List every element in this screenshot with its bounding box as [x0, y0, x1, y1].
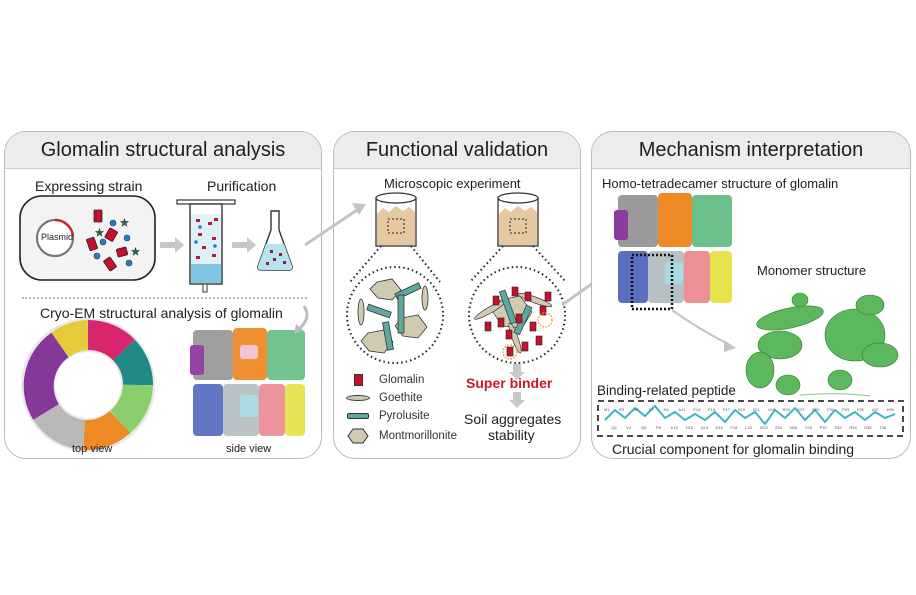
peptide-residue: M22	[760, 425, 768, 430]
zoom-circle-glomalin	[468, 266, 566, 364]
panel-title: Glomalin structural analysis	[5, 132, 321, 169]
goethite-icon	[343, 395, 373, 401]
peptide-residue: H12	[685, 425, 694, 430]
peptide-residue: Q2	[611, 425, 617, 430]
purification-label: Purification	[207, 178, 277, 194]
panel-title: Functional validation	[334, 132, 580, 169]
peptide-residue: S27	[797, 407, 805, 412]
selection-box	[630, 253, 674, 311]
peptide-chain	[604, 404, 896, 426]
peptide-residue: N9	[663, 407, 669, 412]
legend-label: Glomalin	[379, 374, 425, 386]
peptide-residue: S24	[775, 425, 783, 430]
peptide-residue: V5	[633, 407, 639, 412]
legend-item-goethite: Goethite	[343, 392, 422, 404]
peptide-residue: F7	[648, 407, 654, 412]
peptide-residue: Q6	[641, 425, 647, 430]
panel-functional-validation: Functional validation	[333, 131, 581, 459]
glomalin-icon	[343, 374, 373, 386]
peptide-box	[597, 400, 904, 437]
peptide-residue: P17	[722, 407, 731, 412]
peptide-residue: R25	[782, 407, 790, 412]
pyrolusite-icon	[343, 413, 373, 419]
peptide-residue: D36	[864, 425, 872, 430]
peptide-residue: D16	[715, 425, 723, 430]
peptide-residue: S21	[752, 407, 760, 412]
monomer-structure	[745, 292, 899, 396]
arrow-icon	[294, 324, 303, 334]
top-view-label: top view	[72, 443, 113, 455]
legend-label: Montmorillonite	[379, 430, 457, 442]
legend-label: Pyrolusite	[379, 410, 430, 422]
peptide-residue: R34	[849, 425, 857, 430]
side-view-label: side view	[226, 443, 272, 455]
peptide-residue: P33	[841, 407, 850, 412]
homo-tetradecamer-label: Homo-tetradecamer structure of glomalin	[602, 176, 839, 191]
peptide-residue: F18	[730, 425, 738, 430]
expressing-strain-label: Expressing strain	[35, 178, 143, 194]
soil-beaker-glomalin	[497, 192, 539, 247]
peptide-residue: N26	[789, 425, 798, 430]
flask-icon	[257, 210, 293, 271]
peptide-residue: F31	[827, 407, 834, 412]
soil-beaker-control	[375, 192, 417, 247]
peptide-residue: S19	[737, 407, 745, 412]
peptide-residue: R3	[618, 407, 624, 412]
panel-title: Mechanism interpretation	[592, 132, 910, 169]
cryo-em-label: Cryo-EM structural analysis of glomalin	[40, 305, 283, 321]
super-binder-label: Super binder	[466, 375, 553, 391]
section-divider	[22, 297, 307, 299]
peptide-residue: S32	[834, 425, 842, 430]
peptide-residue: F15	[708, 407, 715, 412]
peptide-residue: K10	[670, 425, 679, 430]
peptide-residue: P30	[819, 425, 827, 430]
legend-item-montmorillonite: Montmorillonite	[343, 428, 457, 444]
peptide-residue: V4	[626, 425, 632, 430]
zoom-circle-control	[346, 266, 444, 364]
legend-label: Goethite	[379, 392, 423, 404]
peptide-residue: T38	[879, 425, 887, 430]
peptide-residue: V23	[767, 407, 775, 412]
peptide-residue: F35	[856, 407, 864, 412]
peptide-residue: Q14	[700, 425, 709, 430]
arrow-icon	[160, 237, 256, 253]
peptide-residue: Y28	[804, 425, 812, 430]
arrow-icon	[509, 364, 525, 408]
peptide-residue: P8	[656, 425, 661, 430]
arrow-icon	[724, 340, 736, 352]
peptide-residue: L20	[745, 425, 752, 430]
svg-text:★: ★	[120, 218, 129, 229]
monomer-structure-label: Monomer structure	[757, 263, 867, 278]
peptide-residue: M1	[604, 407, 610, 412]
peptide-residue: R29	[812, 407, 820, 412]
svg-text:★: ★	[95, 228, 104, 239]
montmorillonite-icon	[343, 428, 373, 444]
protein-ring	[21, 318, 155, 452]
microscopic-experiment-label: Microscopic experiment	[384, 176, 521, 191]
plasmid-label: Plasmid	[41, 232, 74, 242]
svg-text:★: ★	[131, 247, 140, 258]
legend-item-pyrolusite: Pyrolusite	[343, 410, 430, 422]
peptide-residue: H39	[886, 407, 894, 412]
arrow-icon	[352, 203, 366, 215]
soil-stability-label-2: stability	[488, 427, 535, 443]
legend-item-glomalin: Glomalin	[343, 374, 424, 386]
crucial-component-label: Crucial component for glomalin binding	[612, 441, 855, 457]
peptide-residue: A37	[871, 407, 879, 412]
peptide-residue: P13	[693, 407, 701, 412]
peptide-residue: A11	[678, 407, 686, 412]
binding-peptide-label: Binding-related peptide	[597, 383, 736, 398]
soil-stability-label: Soil aggregates	[464, 411, 562, 427]
